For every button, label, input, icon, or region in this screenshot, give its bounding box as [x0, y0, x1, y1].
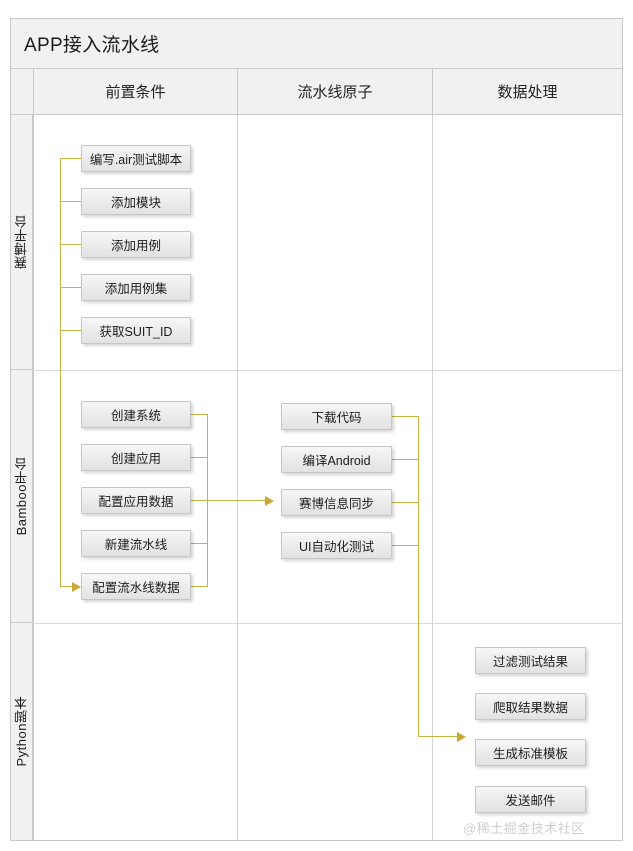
connector-stub-bamboo-1	[191, 414, 208, 415]
connector-saibo-to-bamboo	[60, 586, 73, 587]
column-header-data-processing: 数据处理	[433, 69, 622, 114]
node-write-air-test-script[interactable]: 编写.air测试脚本	[81, 145, 191, 172]
node-ui-automation-test[interactable]: UI自动化测试	[281, 532, 392, 559]
diagram-title-bar: APP接入流水线	[11, 19, 622, 69]
node-generate-standard-template[interactable]: 生成标准模板	[475, 739, 586, 766]
node-saibo-info-sync[interactable]: 赛博信息同步	[281, 489, 392, 516]
column-header-pipeline-atom: 流水线原子	[238, 69, 433, 114]
lane-separator-1	[11, 370, 622, 371]
node-create-application[interactable]: 创建应用	[81, 444, 191, 471]
lane-label-python-text: Python脚本	[14, 696, 29, 767]
connector-stub-atom-1	[392, 416, 419, 417]
connector-bus-saibo	[60, 158, 61, 586]
connector-stub-atom-2	[392, 459, 419, 460]
header-corner-cell	[11, 69, 34, 114]
lane-label-saibo: 赛博平台	[11, 115, 33, 370]
page-title: APP接入流水线	[24, 35, 160, 56]
arrow-into-pipeline-atom	[265, 496, 274, 506]
node-configure-application-data[interactable]: 配置应用数据	[81, 487, 191, 514]
column-header-row: 前置条件 流水线原子 数据处理	[11, 69, 622, 115]
lane-label-saibo-text: 赛博平台	[14, 215, 29, 269]
column-separator-2	[432, 115, 433, 840]
connector-stub-saibo-4	[60, 287, 81, 288]
connector-stub-atom-4	[392, 545, 419, 546]
connector-stub-saibo-3	[60, 244, 81, 245]
connector-stub-bamboo-2	[191, 457, 208, 458]
column-header-precondition: 前置条件	[34, 69, 238, 114]
node-filter-test-results[interactable]: 过滤测试结果	[475, 647, 586, 674]
lane-label-separator	[33, 115, 34, 840]
connector-stub-saibo-2	[60, 201, 81, 202]
node-download-code[interactable]: 下载代码	[281, 403, 392, 430]
node-add-case[interactable]: 添加用例	[81, 231, 191, 258]
node-new-pipeline[interactable]: 新建流水线	[81, 530, 191, 557]
node-create-system[interactable]: 创建系统	[81, 401, 191, 428]
connector-stub-saibo-1	[60, 158, 81, 159]
node-send-email[interactable]: 发送邮件	[475, 786, 586, 813]
connector-stub-bamboo-5	[191, 586, 208, 587]
connector-atom-to-data	[418, 736, 458, 737]
node-crawl-result-data[interactable]: 爬取结果数据	[475, 693, 586, 720]
arrow-into-data-processing	[457, 732, 466, 742]
node-configure-pipeline-data[interactable]: 配置流水线数据	[81, 573, 191, 600]
connector-bamboo-to-atom	[191, 500, 266, 501]
column-separator-1	[237, 115, 238, 840]
lane-separator-2	[11, 623, 622, 624]
connector-stub-atom-3	[392, 502, 419, 503]
node-get-suit-id[interactable]: 获取SUIT_ID	[81, 317, 191, 344]
node-compile-android[interactable]: 编译Android	[281, 446, 392, 473]
swimlane-body: 赛博平台 Bamboo平台 Python脚本	[11, 115, 622, 840]
node-add-case-set[interactable]: 添加用例集	[81, 274, 191, 301]
connector-stub-bamboo-4	[191, 543, 208, 544]
arrow-into-configure-pipeline-data	[72, 582, 81, 592]
lane-label-bamboo: Bamboo平台	[11, 370, 33, 623]
connector-bus-atom	[418, 416, 419, 736]
lane-label-bamboo-text: Bamboo平台	[14, 456, 29, 536]
lane-label-python: Python脚本	[11, 623, 33, 840]
watermark: @稀土掘金技术社区	[463, 821, 585, 836]
node-add-module[interactable]: 添加模块	[81, 188, 191, 215]
connector-stub-saibo-5	[60, 330, 81, 331]
